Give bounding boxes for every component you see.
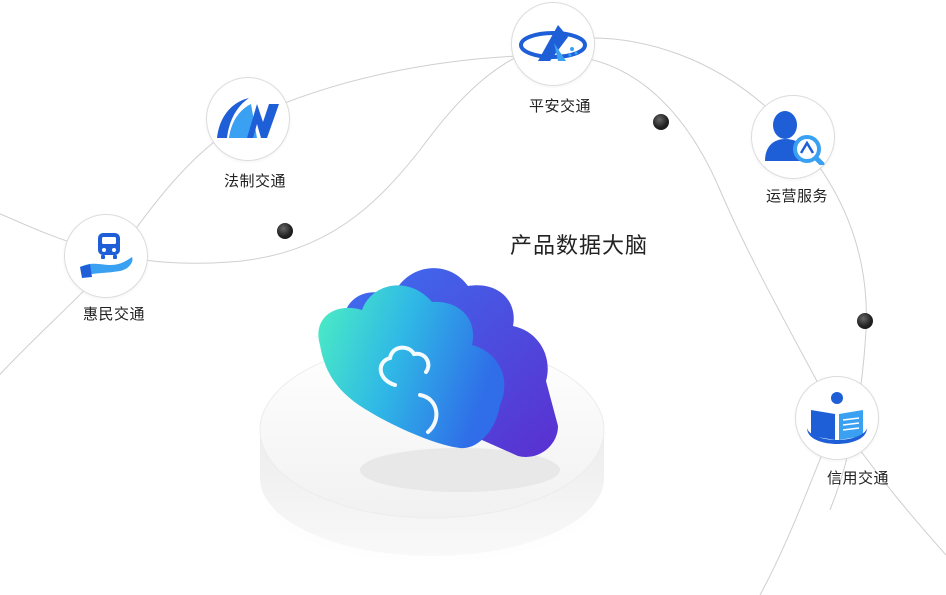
node-xinyong[interactable]: [795, 376, 879, 460]
connection-dot: [277, 223, 293, 239]
node-fazhi[interactable]: [206, 77, 290, 161]
node-pingan[interactable]: [511, 2, 595, 86]
hand-bus-icon: [80, 233, 133, 278]
node-huimin[interactable]: [64, 214, 148, 298]
node-xinyong-label: 信用交通: [826, 469, 890, 487]
road-w-icon: [217, 98, 279, 138]
node-fazhi-label: 法制交通: [223, 172, 287, 190]
triangle-logo-icon: [519, 25, 587, 61]
book-icon: [807, 392, 867, 444]
node-yunying[interactable]: [751, 95, 835, 179]
node-huimin-label: 惠民交通: [82, 305, 146, 323]
node-yunying-label: 运营服务: [765, 187, 829, 205]
node-pingan-label: 平安交通: [528, 97, 592, 115]
person-search-icon: [765, 111, 825, 165]
connection-dot: [653, 114, 669, 130]
center-title: 产品数据大脑: [510, 234, 649, 259]
connection-dot: [857, 313, 873, 329]
